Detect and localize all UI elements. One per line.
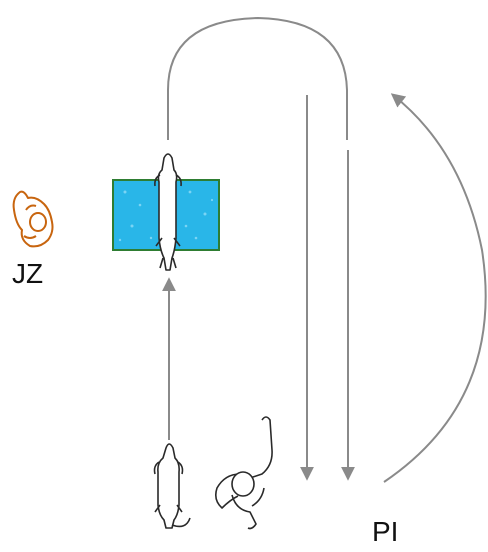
dog-on-blanket-icon	[154, 153, 182, 271]
loop-path	[167, 16, 348, 140]
judge-label: JZ	[12, 258, 44, 289]
handler-figure-icon	[215, 416, 273, 530]
blanket-texture	[118, 190, 214, 242]
handler-position-label: PI	[372, 516, 399, 547]
handler-circle-arrow	[383, 93, 487, 483]
judge-figure-icon	[12, 190, 54, 248]
dog-start-icon	[153, 443, 191, 529]
